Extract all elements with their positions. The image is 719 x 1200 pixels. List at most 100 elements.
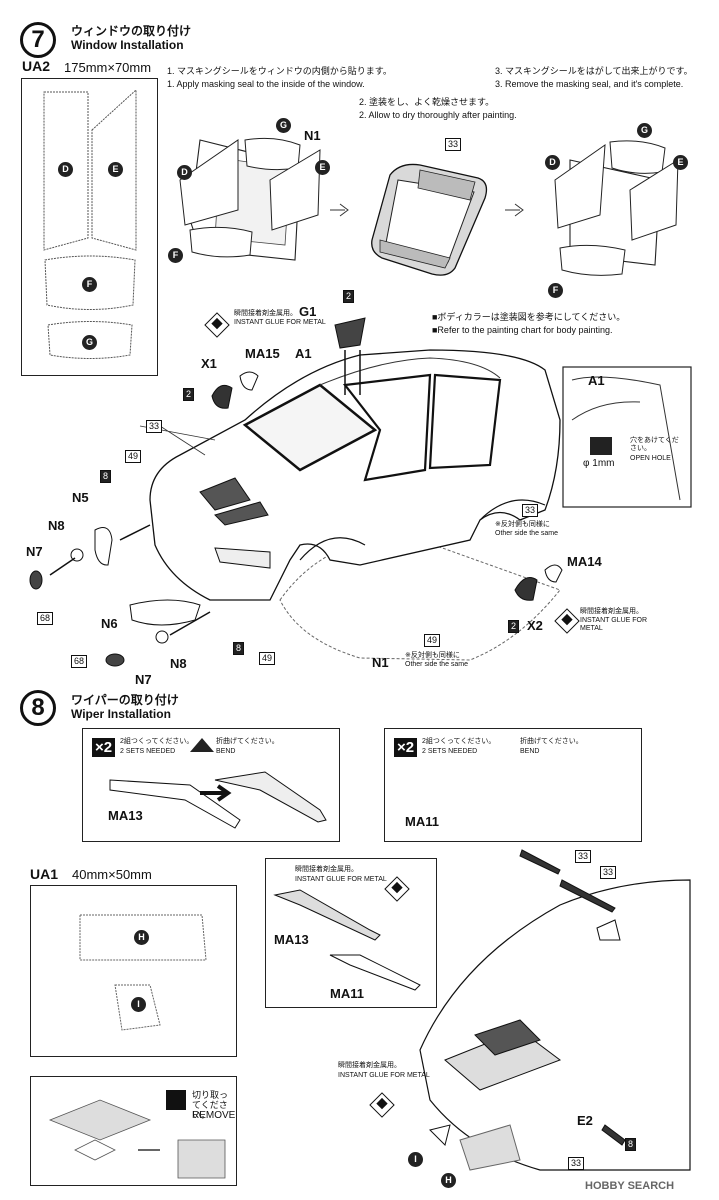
other-side-jp-2: ※反対側も同様に (405, 652, 460, 659)
label-g1: G1 (299, 304, 317, 319)
instruction-1-jp: 1. マスキングシールをウィンドウの内側から貼ります。 (167, 66, 392, 76)
label-n5: N5 (72, 490, 89, 505)
glue-note-en-2: INSTANT GLUE FOR METAL (580, 617, 648, 632)
label-x1: X1 (201, 356, 217, 371)
paint-2-g1: 2 (343, 290, 355, 303)
marker-f-1: F (168, 248, 183, 263)
marker-e: E (108, 162, 123, 177)
multiplier-ma11: ×2 (394, 738, 418, 757)
label-e2: E2 (577, 1113, 593, 1128)
sets-note-en-1: 2 SETS NEEDED (120, 748, 176, 755)
marker-e-3: E (673, 155, 688, 170)
paint-2-x1: 2 (183, 388, 195, 401)
marker-d-3: D (545, 155, 560, 170)
marker-d: D (58, 162, 73, 177)
label-n1: N1 (372, 655, 389, 670)
paint-33-e2: 33 (568, 1157, 585, 1170)
step-7-title-en: Window Installation (71, 38, 184, 52)
glue-note-en-3: INSTANT GLUE FOR METAL (295, 876, 387, 883)
label-n8-left: N8 (48, 518, 65, 533)
sheet-ua2-label: UA2 (22, 58, 51, 74)
other-side-en-1: Other side the same (495, 530, 559, 537)
sets-note-jp-2: 2組つくってください。 (422, 738, 496, 745)
paint-8-headlight: 8 (233, 642, 245, 655)
marker-i-car: I (408, 1152, 423, 1167)
paint-49-front: 49 (125, 450, 142, 463)
instruction-3-jp: 3. マスキングシールをはがして出来上がりです。 (495, 66, 693, 76)
label-n8-bottom: N8 (170, 656, 187, 671)
paint-49-headlight: 49 (259, 652, 276, 665)
glue-note-jp-4: 瞬間接着剤金属用。 (338, 1062, 401, 1069)
paint-33-diagram2: 33 (445, 138, 462, 151)
label-ma11-panel: MA11 (405, 814, 439, 829)
remove-note-jp: 切り取ってください。 (192, 1090, 229, 1120)
bend-note-jp-2: 折曲げてください。 (520, 738, 583, 745)
marker-g: G (82, 335, 97, 350)
paint-33-windows: 33 (146, 420, 163, 433)
glue-note-jp-3: 瞬間接着剤金属用。 (295, 866, 358, 873)
marker-f-3: F (548, 283, 563, 298)
sheet-ua1-label: UA1 (30, 866, 59, 882)
instruction-1-en: 1. Apply masking seal to the inside of t… (167, 79, 365, 89)
other-side-jp-1: ※反対側も同様に (495, 521, 550, 528)
body-paint-note-jp: ■ボディカラーは塗装図を参考にしてください。 (432, 312, 626, 322)
paint-33-side: 33 (522, 504, 539, 517)
glue-note-en-1: INSTANT GLUE FOR METAL (234, 319, 326, 326)
label-ma14: MA14 (567, 554, 602, 569)
marker-h-car: H (441, 1173, 456, 1188)
paint-2-x2: 2 (508, 620, 520, 633)
sheet-ua1-size: 40mm×50mm (72, 867, 152, 882)
marker-h: H (134, 930, 149, 945)
label-ma11: MA11 (330, 986, 364, 1001)
hole-note-jp: 穴をあけてください。 (630, 437, 679, 452)
label-x2: X2 (527, 618, 543, 633)
instruction-3-en: 3. Remove the masking seal, and it's com… (495, 79, 684, 89)
label-ma13-panel: MA13 (108, 808, 143, 823)
paint-8-n5: 8 (100, 470, 112, 483)
label-n6: N6 (101, 616, 118, 631)
step-8-title-en: Wiper Installation (71, 707, 171, 721)
bend-note-en-1: BEND (216, 748, 236, 755)
marker-d-1: D (177, 165, 192, 180)
hole-note-en: OPEN HOLE (630, 455, 671, 462)
label-ma13: MA13 (274, 932, 309, 947)
marker-g-1: G (276, 118, 291, 133)
sheet-ua2-size: 175mm×70mm (64, 60, 152, 75)
paint-33-wiper-2: 33 (600, 866, 617, 879)
paint-68-left: 68 (37, 612, 54, 625)
sets-note-jp-1: 2組つくってください。 (120, 738, 194, 745)
glue-note-jp-2: 瞬間接着剤金属用。 (580, 608, 643, 615)
step-8-title-jp: ワイパーの取り付け (71, 693, 179, 707)
label-g-diagram1: G (276, 116, 291, 133)
sets-note-en-2: 2 SETS NEEDED (422, 748, 478, 755)
glue-note-en-4: INSTANT GLUE FOR METAL (338, 1072, 430, 1079)
multiplier-ma13: ×2 (92, 738, 116, 757)
label-n7-bottom: N7 (135, 672, 152, 687)
marker-f: F (82, 277, 97, 292)
instruction-2-jp: 2. 塗装をし、よく乾燥させます。 (359, 97, 495, 107)
bend-note-jp-1: 折曲げてください。 (216, 738, 279, 745)
paint-8-e2: 8 (625, 1138, 637, 1151)
label-ma15: MA15 (245, 346, 280, 361)
paint-68-bottom: 68 (71, 655, 88, 668)
other-side-en-2: Other side the same (405, 661, 469, 668)
ma11-bend-panel (384, 728, 642, 842)
marker-i: I (131, 997, 146, 1012)
label-n7-left: N7 (26, 544, 43, 559)
paint-49-side: 49 (424, 634, 441, 647)
paint-33-wiper-1: 33 (575, 850, 592, 863)
hole-size: φ 1mm (583, 458, 615, 469)
instruction-2-en: 2. Allow to dry thoroughly after paintin… (359, 110, 517, 120)
watermark: HOBBY SEARCH (585, 1180, 675, 1192)
bend-note-en-2: BEND (520, 748, 540, 755)
step-7-number: 7 (20, 22, 56, 58)
label-a1: A1 (295, 346, 312, 361)
label-a1-inset: A1 (588, 373, 605, 388)
marker-g-3: G (637, 123, 652, 138)
step-7-title-jp: ウィンドウの取り付け (71, 24, 192, 38)
